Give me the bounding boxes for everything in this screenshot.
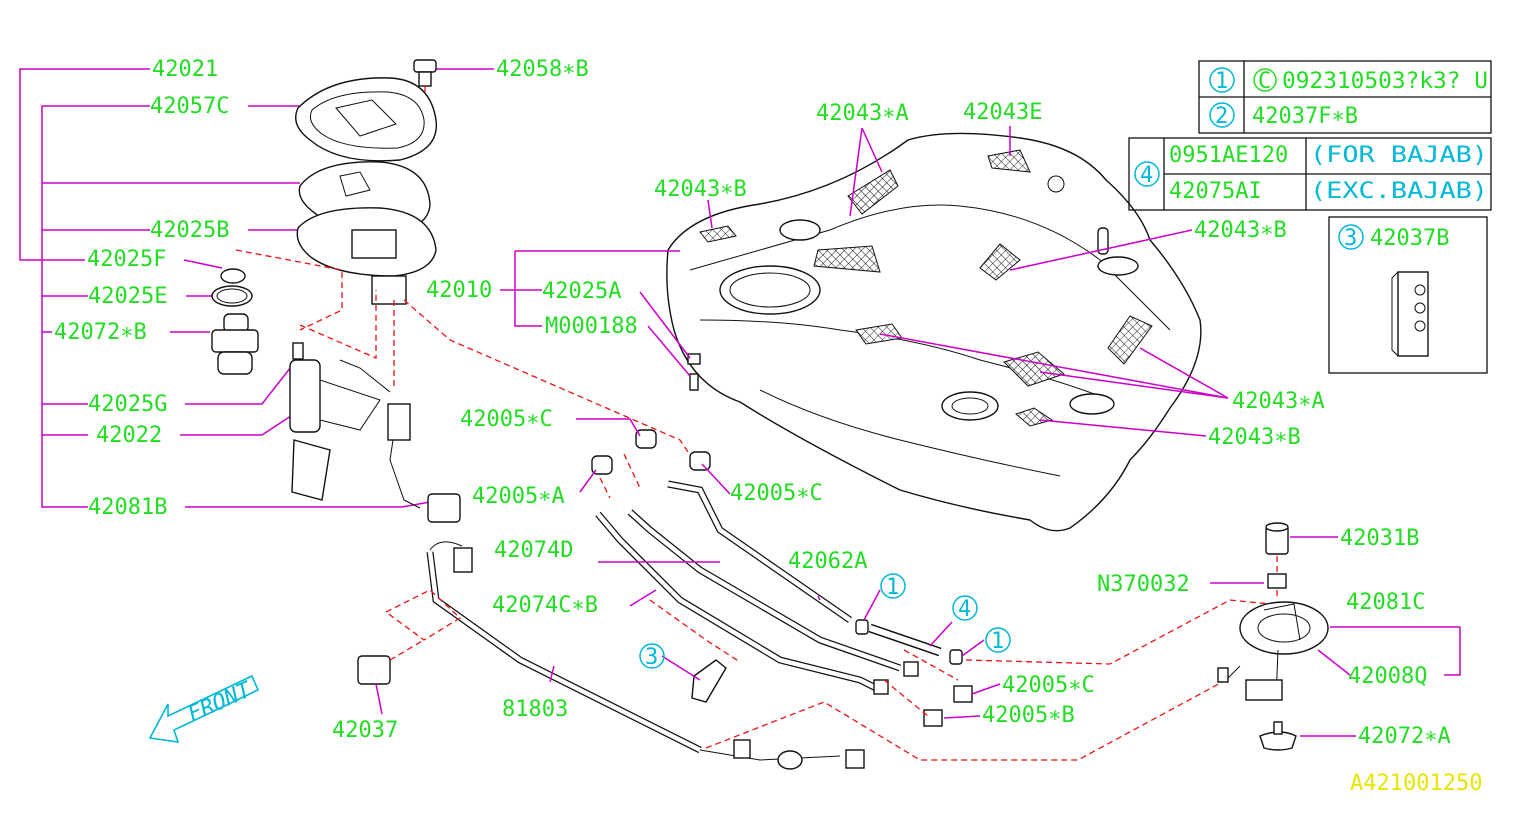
label-42058B: 42058∗B [496,57,589,82]
clip-42037 [357,655,391,685]
label-42031B: 42031B [1340,526,1419,551]
fuel-lines [357,418,1271,770]
o-ring-small [220,268,246,284]
legend-num-4: 4 [1140,163,1153,188]
mesh-pad [813,245,881,273]
label-42043A-right: 42043∗A [1232,389,1325,414]
label-42005C-left: 42005∗C [460,407,553,432]
label-42062A: 42062A [788,549,867,574]
label-42043B-right: 42043∗B [1194,218,1287,243]
legend-num-2: 2 [1215,104,1228,129]
legend-note-4a: (FOR BAJAB) [1310,143,1488,168]
connector [903,661,919,677]
mesh-pad [1003,351,1066,387]
front-label: FRONT [184,677,256,727]
connector [635,429,657,449]
label-42021: 42021 [152,57,218,82]
connector [855,619,869,635]
front-arrow-icon [148,674,260,743]
label-42043A-top: 42043∗A [816,101,909,126]
marker-1a: 1 [886,575,899,600]
callout-labels: 42021 42057C 42058∗B 42025B 42025F 42025… [54,57,1488,796]
connector [689,451,711,471]
label-42005A: 42005∗A [472,484,565,509]
label-42025E: 42025E [88,284,167,309]
connector [591,455,613,475]
label-42005C-mid: 42005∗C [730,481,823,506]
service-cover [295,77,438,162]
label-42005C-bottom: 42005∗C [1002,673,1095,698]
legend-part-3: 42037B [1370,226,1449,251]
fuel-pump-motor [289,342,391,501]
connector [923,709,943,727]
label-42010: 42010 [426,278,492,303]
legend-part-4b: 42075AI [1169,179,1262,204]
legend-part-2: 42037F∗B [1252,104,1358,129]
marker-3: 3 [645,645,658,670]
sub-sender-assembly [1210,522,1461,751]
legend-sym-c: C [1258,69,1271,94]
clip-3 [691,659,727,703]
marker-1b: 1 [991,629,1004,654]
fuel-level-sender [387,403,461,523]
legend-part-4a: 0951AE120 [1169,143,1288,168]
marker-4: 4 [958,597,971,622]
label-42037: 42037 [332,718,398,743]
label-M000188: M000188 [545,314,638,339]
pressure-regulator [211,313,259,375]
mesh-pad [979,243,1021,281]
mesh-pad [699,225,737,243]
label-42025A: 42025A [542,279,621,304]
fuel-tank [500,126,1229,532]
label-42043B-bottom: 42043∗B [1208,425,1301,450]
mesh-pad [1107,315,1153,365]
label-N370032: N370032 [1097,572,1190,597]
label-42081B: 42081B [88,495,167,520]
connector [873,679,889,695]
mesh-pad [847,169,899,215]
label-42025B: 42025B [150,218,229,243]
legend-num-3: 3 [1344,226,1357,251]
label-42025G: 42025G [88,392,167,417]
legend-note-4b: (EXC.BAJAB) [1310,179,1488,204]
label-42074D: 42074D [494,538,573,563]
label-42081C: 42081C [1346,590,1425,615]
label-42072B: 42072∗B [54,320,147,345]
clip-part-42037B [1391,271,1429,357]
label-42074CB: 42074C∗B [492,593,598,618]
fuel-pump-assembly [19,59,691,523]
label-81803: 81803 [502,697,568,722]
legend-num-1: 1 [1215,69,1228,94]
pump-flange [296,207,437,305]
legend-table [1128,60,1492,374]
label-42005B: 42005∗B [982,703,1075,728]
label-42043B-left: 42043∗B [654,177,747,202]
label-42043E: 42043E [963,100,1042,125]
connector [949,649,963,665]
connector [953,685,973,703]
label-42008Q: 42008Q [1348,664,1427,689]
label-42022: 42022 [96,423,162,448]
label-42057C: 42057C [150,94,229,119]
legend-part-1: 092310503?k3? U [1282,69,1488,94]
label-42025F: 42025F [87,247,166,272]
diagram-id: A421001250 [1350,771,1482,796]
mesh-pad [1015,407,1054,427]
label-42072A: 42072∗A [1358,724,1451,749]
